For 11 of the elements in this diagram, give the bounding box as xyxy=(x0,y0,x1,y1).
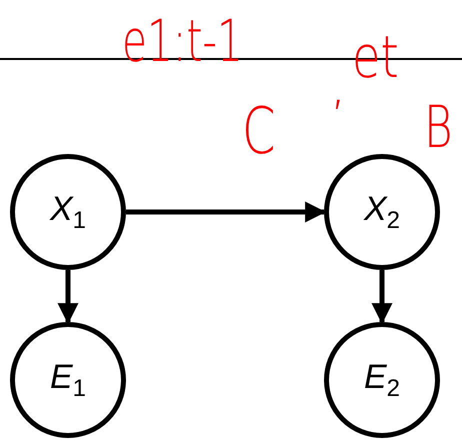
node-label: X$_{2}$ xyxy=(364,190,400,234)
handwritten-note: e1:t-1 xyxy=(122,12,243,70)
arrow xyxy=(372,270,392,324)
arrow xyxy=(58,270,78,324)
node-label: E$_{2}$ xyxy=(364,358,400,402)
node-label: E$_{1}$ xyxy=(50,358,86,402)
node-label: X$_{1}$ xyxy=(50,190,86,234)
handwritten-note: , xyxy=(330,60,347,112)
handwritten-note: C xyxy=(242,100,276,164)
arrow xyxy=(126,202,326,222)
handwritten-note: B xyxy=(424,98,452,156)
